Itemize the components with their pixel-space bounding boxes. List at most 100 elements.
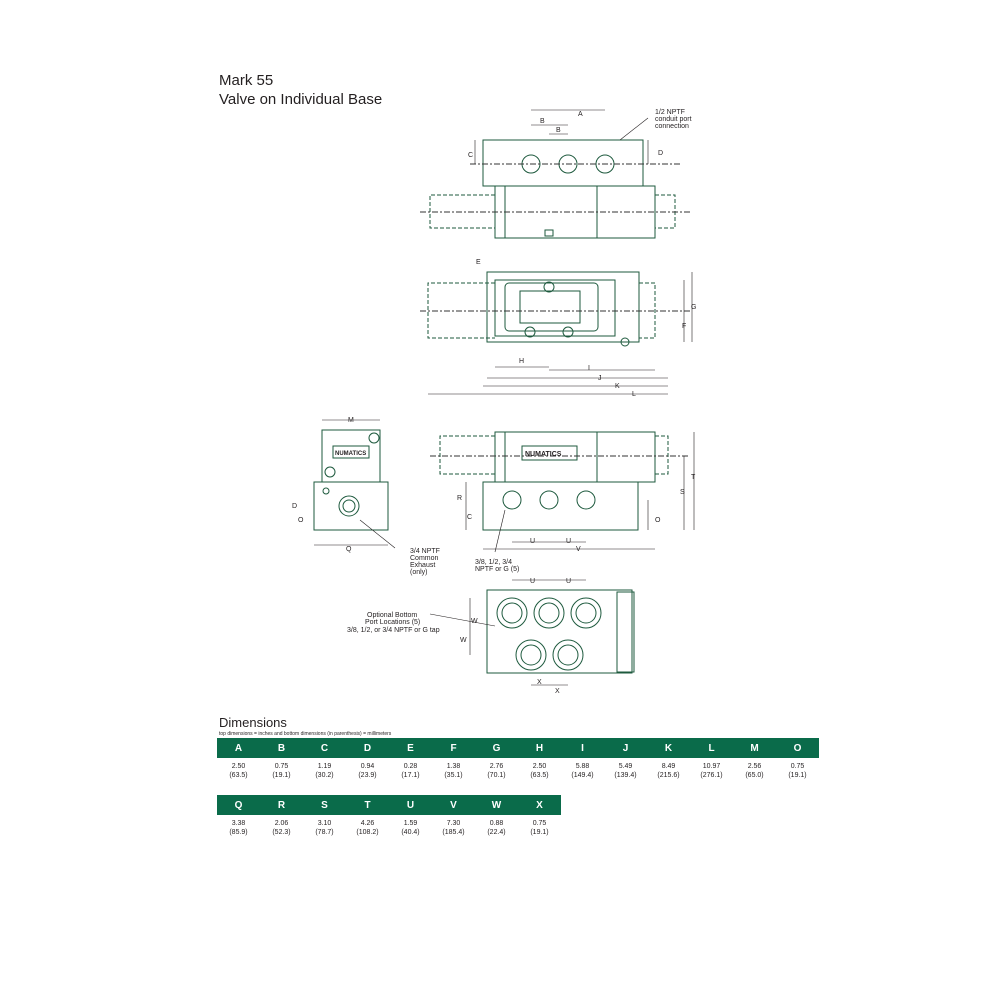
dim-label-o2: O: [655, 517, 661, 524]
inch-value: 1.59: [403, 820, 418, 827]
header-cell-e: E: [389, 738, 432, 758]
value-cell-o: 0.75(19.1): [776, 758, 819, 780]
inch-value: 0.75: [274, 763, 289, 770]
dim-label-h: H: [519, 358, 524, 365]
header-row: A B C D E F G H I J K L M O: [217, 738, 819, 758]
bottom-note-line2: Port Locations (5): [365, 619, 420, 626]
dim-label-x2: X: [555, 688, 560, 695]
mm-value: (149.4): [571, 772, 594, 779]
value-cell-e: 0.28 (17.1): [389, 758, 432, 780]
exhaust-note-line2: Common: [410, 555, 439, 562]
dim-label-s: S: [680, 489, 685, 496]
header-cell-w: W: [475, 795, 518, 815]
inch-value: 0.75: [532, 820, 547, 827]
dim-label-i: I: [588, 365, 590, 372]
dim-label-q: Q: [346, 546, 352, 553]
value-cell-f: 1.38(35.1): [432, 758, 475, 780]
dim-label-u3: U: [530, 578, 535, 585]
mm-value: (65.0): [745, 772, 764, 779]
exhaust-note-line1: 3/4 NPTF: [410, 548, 440, 555]
header-cell-x: X: [518, 795, 561, 815]
mm-value: (52.3): [272, 829, 291, 836]
dim-label-b2: B: [556, 127, 561, 134]
value-row: 2.50(63.5) 0.75(19.1) 1.19(30.2) 0.94(23…: [217, 758, 819, 780]
header-cell-i: I: [561, 738, 604, 758]
value-cell-h: 2.50(63.5): [518, 758, 561, 780]
dim-label-c: C: [468, 152, 473, 159]
conduit-note-line3: connection: [655, 123, 689, 130]
header-cell-m: M: [733, 738, 776, 758]
dim-label-g: G: [691, 304, 696, 311]
value-cell-d: 0.94(23.9): [346, 758, 389, 780]
bottom-note-line1: Optional Bottom: [367, 612, 417, 619]
mm-value: (85.9): [229, 829, 248, 836]
inch-value: 5.88: [575, 763, 590, 770]
mm-value: (40.4): [401, 829, 420, 836]
value-cell-r: 2.06 (52.3): [260, 815, 303, 837]
bottom-view: [486, 589, 635, 674]
value-cell-w: 0.88 (22.4): [475, 815, 518, 837]
inch-value: 10.97: [702, 763, 721, 770]
dim-label-u4: U: [566, 578, 571, 585]
dim-label-c2: C: [467, 514, 472, 521]
bottom-note-line3: 3/8, 1/2, or 3/4 NPTF or G tap: [347, 627, 440, 634]
page-subtitle: Valve on Individual Base: [219, 91, 383, 108]
inch-value: 7.30: [446, 820, 461, 827]
mm-value: (30.2): [315, 772, 334, 779]
dim-label-u: U: [530, 538, 535, 545]
header-cell-k: K: [647, 738, 690, 758]
front-view: [430, 431, 690, 531]
inch-value: 2.56: [747, 763, 762, 770]
dim-label-j: J: [598, 375, 602, 382]
conduit-note-line1: 1/2 NPTF: [655, 109, 685, 116]
value-cell-u: 1.59 (40.4): [389, 815, 432, 837]
header-cell-v: V: [432, 795, 475, 815]
dim-label-m: M: [348, 417, 354, 424]
inch-value: 2.06: [274, 820, 289, 827]
inch-value: 0.28: [403, 763, 418, 770]
dim-label-u2: U: [566, 538, 571, 545]
brand-logo-end: NUMATICS: [335, 451, 366, 457]
dim-label-b: B: [540, 118, 545, 125]
drawing-notes: 1/2 NPTF conduit port connection 3/4 NPT…: [335, 109, 692, 634]
dim-label-a: A: [578, 111, 583, 118]
header-cell-j: J: [604, 738, 647, 758]
exhaust-note-line4: (only): [410, 569, 428, 576]
header-cell-b: B: [260, 738, 303, 758]
value-cell-k: 8.49(215.6): [647, 758, 690, 780]
inch-value: 2.50: [532, 763, 547, 770]
inch-value: 1.38: [446, 763, 461, 770]
value-cell-i: 5.88 (149.4): [561, 758, 604, 780]
dimensions-note: top dimensions = inches and bottom dimen…: [219, 731, 392, 737]
value-cell-j: 5.49(139.4): [604, 758, 647, 780]
mm-value: (63.5): [229, 772, 248, 779]
value-cell-b: 0.75 (19.1): [260, 758, 303, 780]
dim-label-l: L: [632, 391, 636, 398]
header-cell-o: O: [776, 738, 819, 758]
inch-value: 0.88: [489, 820, 504, 827]
header-cell-s: S: [303, 795, 346, 815]
mm-value: (19.1): [272, 772, 291, 779]
dimensions-table-1: A B C D E F G H I J K L M O 2.50(63.5) 0…: [217, 738, 819, 780]
inch-value: 1.19: [317, 763, 332, 770]
header-cell-r: R: [260, 795, 303, 815]
dim-label-k: K: [615, 383, 620, 390]
dimension-labels: A B B C D E F G H I J K L M D O Q R C S …: [292, 111, 696, 695]
header-cell-c: C: [303, 738, 346, 758]
dim-label-r: R: [457, 495, 462, 502]
header-cell-t: T: [346, 795, 389, 815]
mm-value: (139.4): [614, 772, 637, 779]
conduit-note-line2: conduit port: [655, 116, 692, 123]
header-cell-l: L: [690, 738, 733, 758]
header-cell-a: A: [217, 738, 260, 758]
dim-label-d: D: [658, 150, 663, 157]
mm-value: (22.4): [487, 829, 506, 836]
mm-value: (215.6): [657, 772, 680, 779]
header-cell-q: Q: [217, 795, 260, 815]
header-cell-u: U: [389, 795, 432, 815]
mm-value: (276.1): [700, 772, 723, 779]
inch-value: 3.38: [231, 820, 246, 827]
value-cell-l: 10.97 (276.1): [690, 758, 733, 780]
mm-value: (17.1): [401, 772, 420, 779]
